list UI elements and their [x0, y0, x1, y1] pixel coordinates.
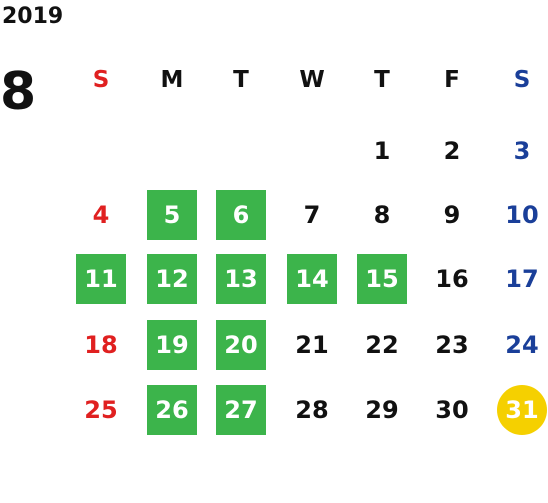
weekday-header-mon: M: [160, 66, 184, 93]
weekday-header-sun: S: [92, 66, 110, 93]
day-cell-4[interactable]: 4: [92, 201, 110, 229]
day-cell-14[interactable]: 14: [287, 254, 337, 304]
day-cell-3[interactable]: 3: [513, 137, 531, 165]
day-cell-9[interactable]: 9: [443, 201, 461, 229]
day-cell-25[interactable]: 25: [84, 396, 118, 424]
calendar-year: 2019: [2, 4, 64, 29]
day-cell-12[interactable]: 12: [147, 254, 197, 304]
day-cell-8[interactable]: 8: [373, 201, 391, 229]
day-cell-13[interactable]: 13: [216, 254, 266, 304]
day-cell-11[interactable]: 11: [76, 254, 126, 304]
weekday-header-fri: F: [444, 66, 460, 93]
day-cell-20[interactable]: 20: [216, 320, 266, 370]
day-cell-10[interactable]: 10: [505, 201, 539, 229]
weekday-header-sat: S: [513, 66, 531, 93]
calendar-month: 8: [0, 62, 37, 122]
day-cell-19[interactable]: 19: [147, 320, 197, 370]
weekday-header-wed: W: [299, 66, 325, 93]
day-cell-2[interactable]: 2: [443, 137, 461, 165]
day-cell-5[interactable]: 5: [147, 190, 197, 240]
day-cell-27[interactable]: 27: [216, 385, 266, 435]
day-cell-26[interactable]: 26: [147, 385, 197, 435]
weekday-header-tue: T: [233, 66, 249, 93]
weekday-header-thu: T: [374, 66, 390, 93]
day-cell-7[interactable]: 7: [303, 201, 321, 229]
day-cell-18[interactable]: 18: [84, 331, 118, 359]
day-cell-28[interactable]: 28: [295, 396, 329, 424]
day-cell-16[interactable]: 16: [435, 265, 469, 293]
day-cell-29[interactable]: 29: [365, 396, 399, 424]
day-cell-21[interactable]: 21: [295, 331, 329, 359]
day-cell-17[interactable]: 17: [505, 265, 539, 293]
day-cell-24[interactable]: 24: [505, 331, 539, 359]
day-cell-6[interactable]: 6: [216, 190, 266, 240]
day-cell-22[interactable]: 22: [365, 331, 399, 359]
day-cell-31[interactable]: 31: [497, 385, 547, 435]
day-cell-30[interactable]: 30: [435, 396, 469, 424]
day-cell-23[interactable]: 23: [435, 331, 469, 359]
day-cell-1[interactable]: 1: [373, 137, 391, 165]
day-cell-15[interactable]: 15: [357, 254, 407, 304]
